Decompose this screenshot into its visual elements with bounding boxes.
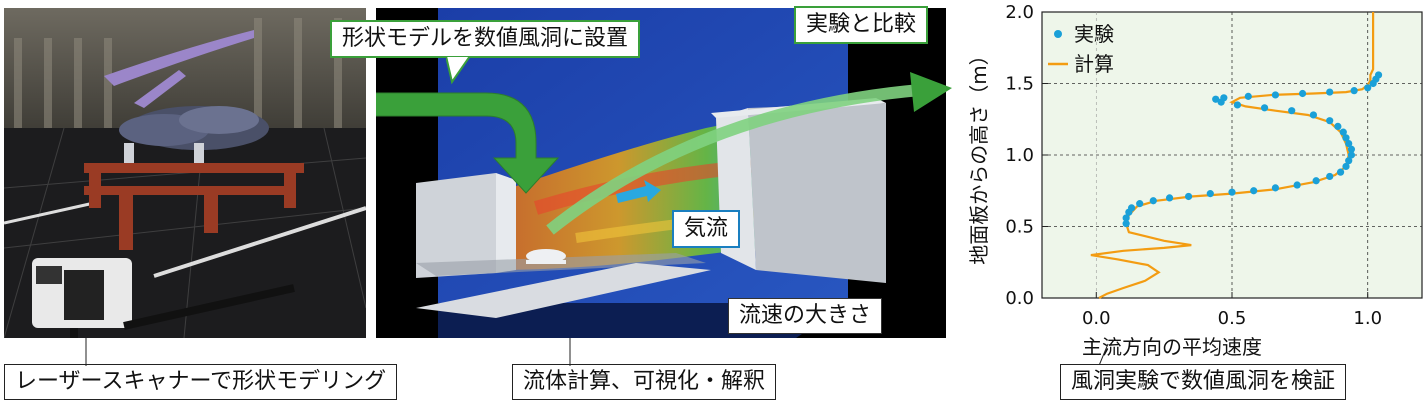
compare-experiment-label: 実験と比較	[794, 6, 929, 44]
legend-experiment-label: 実験	[1074, 22, 1114, 46]
experiment-point	[1326, 117, 1334, 125]
x-tick-label: 0.0	[1082, 308, 1111, 329]
laser-scanner-caption: レーザースキャナーで形状モデリング	[4, 364, 398, 400]
experiment-point	[1336, 168, 1345, 176]
experiment-point	[1122, 214, 1130, 222]
airflow-label: 気流	[672, 210, 741, 248]
experiment-point	[1350, 87, 1358, 95]
experiment-point	[1345, 139, 1353, 148]
y-axis-label: 地面板からの高さ（m）	[967, 45, 991, 264]
y-tick-label: 2.0	[1005, 2, 1034, 23]
experiment-point	[1326, 88, 1334, 96]
experiment-point	[1347, 145, 1356, 153]
legend-experiment-marker	[1054, 30, 1062, 38]
experiment-point	[1312, 177, 1320, 185]
experiment-point	[1347, 151, 1356, 159]
place-model-pointer	[446, 56, 472, 85]
experiment-point	[1136, 200, 1144, 208]
legend-calculation-label: 計算	[1074, 52, 1114, 76]
experiment-point	[1309, 111, 1318, 119]
experiment-point	[1271, 184, 1280, 192]
experiment-point	[1339, 128, 1347, 136]
experiment-point	[1271, 91, 1280, 99]
x-axis-label: 主流方向の平均速度	[1082, 335, 1262, 359]
chart-svg: 0.0 0.5 1.0 0.0 0.5 1.0 1.5 2.0 主流方向の平均速度 地面板からの高…	[967, 2, 1423, 369]
x-tick-label: 1.0	[1353, 308, 1382, 329]
compare-arrow	[546, 72, 952, 235]
plot-area	[1041, 11, 1423, 299]
experiment-point	[1342, 134, 1350, 142]
place-model-label: 形状モデルを数値風洞に設置	[330, 20, 641, 58]
cfd-illustration	[376, 8, 946, 338]
laser-scan-photo	[4, 8, 366, 338]
experiment-point	[1342, 162, 1350, 171]
wind-tunnel-photo-illustration	[4, 8, 366, 338]
experiment-point	[1233, 101, 1242, 109]
x-tick-label: 0.5	[1218, 308, 1247, 329]
experiment-point	[1345, 157, 1353, 165]
experiment-point	[1122, 220, 1130, 228]
experiment-point	[1184, 192, 1193, 201]
experiment-point	[1288, 107, 1296, 115]
cfd-visualization	[376, 8, 946, 338]
experiment-point	[1260, 104, 1269, 112]
experiment-point	[1165, 194, 1174, 202]
experiment-point	[1228, 188, 1236, 196]
experiment-point	[1149, 197, 1157, 205]
y-tick-label: 0.5	[1005, 217, 1034, 238]
cfd-caption-pointer	[569, 338, 571, 366]
photo-caption-pointer	[85, 338, 87, 366]
experiment-point	[1127, 204, 1136, 212]
experiment-point	[1206, 190, 1214, 198]
experiment-point	[1220, 94, 1228, 102]
experiment-point	[1334, 122, 1342, 130]
experiment-point	[1374, 71, 1383, 79]
velocity-magnitude-label: 流速の大きさ	[728, 298, 883, 334]
experiment-point	[1250, 187, 1258, 195]
experiment-point	[1212, 95, 1220, 103]
experiment-point	[1244, 92, 1252, 100]
y-tick-label: 1.5	[1005, 74, 1034, 95]
cfd-caption: 流体計算、可視化・解釈	[512, 364, 777, 400]
velocity-profile-chart: 0.0 0.5 1.0 0.0 0.5 1.0 1.5 2.0 主流方向の平均速度 地面板からの高…	[958, 0, 1427, 414]
y-tick-label: 1.0	[1005, 145, 1034, 166]
experiment-point	[1293, 181, 1301, 189]
experiment-point	[1298, 89, 1307, 98]
y-tick-label: 0.0	[1005, 288, 1034, 309]
experiment-point	[1364, 84, 1372, 92]
experiment-point	[1326, 172, 1334, 181]
validation-caption: 風洞実験で数値風洞を検証	[1060, 364, 1347, 400]
